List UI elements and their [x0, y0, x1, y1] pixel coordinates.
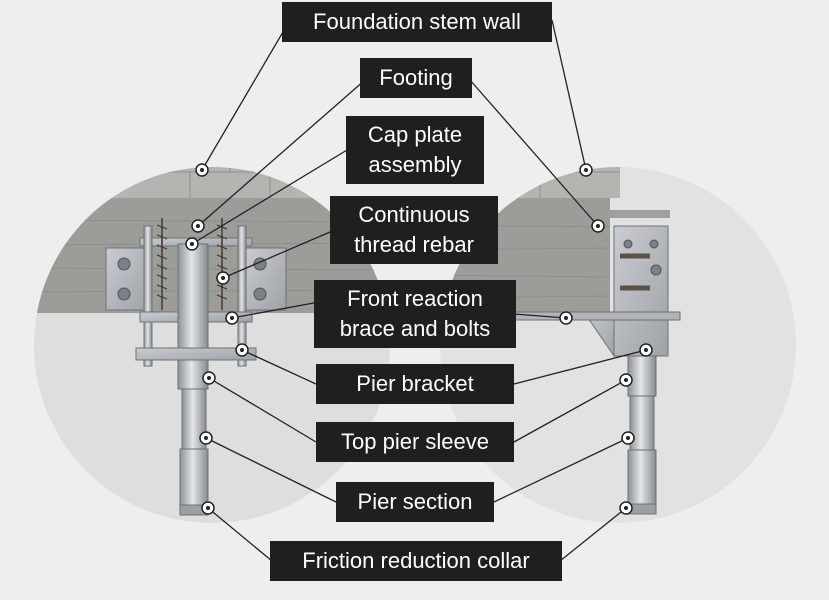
target-dots — [185, 163, 653, 515]
leader-lines — [191, 19, 647, 562]
label-cap-plate-assembly: Cap plate assembly — [346, 116, 484, 184]
label-pier-bracket: Pier bracket — [316, 364, 514, 404]
label-foundation-stem-wall: Foundation stem wall — [282, 2, 552, 42]
label-continuous-thread-rebar: Continuous thread rebar — [330, 196, 498, 264]
label-footing: Footing — [360, 58, 472, 98]
label-friction-reduction-collar: Friction reduction collar — [270, 541, 562, 581]
label-front-reaction-brace: Front reaction brace and bolts — [314, 280, 516, 348]
label-top-pier-sleeve: Top pier sleeve — [316, 422, 514, 462]
label-pier-section: Pier section — [336, 482, 494, 522]
